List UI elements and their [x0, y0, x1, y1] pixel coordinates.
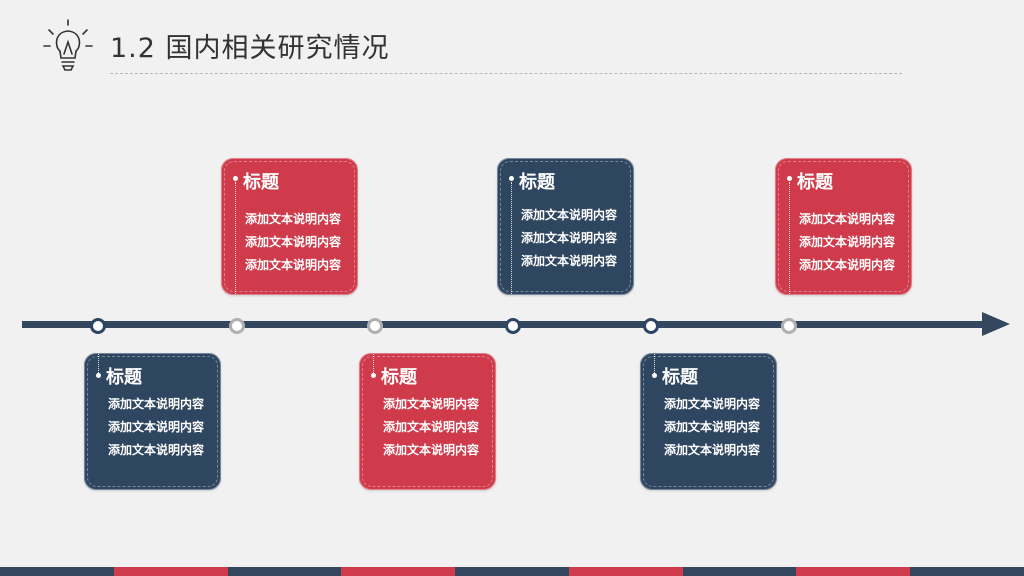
page-title: 1.2 国内相关研究情况 [110, 33, 390, 64]
timeline-card-4: 标题 添加文本说明内容 添加文本说明内容 添加文本说明内容 [497, 158, 634, 295]
header-divider [110, 73, 902, 74]
timeline-card-3: 标题 添加文本说明内容 添加文本说明内容 添加文本说明内容 [359, 351, 496, 490]
timeline-bar [22, 321, 987, 328]
card-text: 添加文本说明内容 [664, 443, 761, 457]
card-text: 添加文本说明内容 [799, 258, 896, 272]
card-text: 添加文本说明内容 [108, 420, 205, 434]
card-text: 添加文本说明内容 [108, 397, 205, 411]
timeline-node-6 [781, 318, 797, 334]
timeline-node-4 [505, 318, 521, 334]
timeline-node-5 [643, 318, 659, 334]
card-text: 添加文本说明内容 [108, 443, 205, 457]
card-pin [509, 176, 514, 181]
card-text: 添加文本说明内容 [799, 235, 896, 249]
footer-segment [0, 567, 114, 576]
card-pin [787, 176, 792, 181]
card-text: 添加文本说明内容 [383, 420, 480, 434]
footer-segment [682, 567, 797, 576]
card-pin [96, 373, 101, 378]
card-title: 标题 [381, 367, 417, 388]
card-pin [652, 373, 657, 378]
arrow-right-icon [982, 312, 1010, 336]
card-text: 添加文本说明内容 [799, 212, 896, 226]
card-text: 添加文本说明内容 [521, 231, 618, 245]
footer-stripe [0, 567, 1024, 576]
timeline-card-6: 标题 添加文本说明内容 添加文本说明内容 添加文本说明内容 [775, 158, 912, 295]
card-text: 添加文本说明内容 [383, 397, 480, 411]
card-text: 添加文本说明内容 [245, 212, 342, 226]
card-connector [654, 351, 655, 377]
card-title: 标题 [519, 172, 555, 193]
card-connector [373, 351, 374, 377]
footer-segment [455, 567, 569, 576]
footer-segment [910, 567, 1024, 576]
card-text: 添加文本说明内容 [383, 443, 480, 457]
card-text: 添加文本说明内容 [664, 397, 761, 411]
timeline-node-2 [229, 318, 245, 334]
footer-segment [568, 567, 683, 576]
footer-segment [227, 567, 342, 576]
card-title: 标题 [243, 172, 279, 193]
footer-segment [113, 567, 228, 576]
lightbulb-icon [43, 19, 93, 71]
timeline-card-1: 标题 添加文本说明内容 添加文本说明内容 添加文本说明内容 [84, 351, 221, 490]
card-title: 标题 [662, 367, 698, 388]
card-title: 标题 [797, 172, 833, 193]
timeline-node-1 [90, 318, 106, 334]
card-text: 添加文本说明内容 [521, 254, 618, 268]
card-connector [235, 182, 236, 294]
card-text: 添加文本说明内容 [664, 420, 761, 434]
footer-segment [796, 567, 911, 576]
card-pin [371, 373, 376, 378]
timeline-node-3 [367, 318, 383, 334]
card-text: 添加文本说明内容 [245, 258, 342, 272]
timeline-card-2: 标题 添加文本说明内容 添加文本说明内容 添加文本说明内容 [221, 158, 358, 295]
footer-segment [341, 567, 456, 576]
card-title: 标题 [106, 367, 142, 388]
card-text: 添加文本说明内容 [521, 208, 618, 222]
card-connector [789, 182, 790, 294]
card-pin [233, 176, 238, 181]
card-connector [98, 351, 99, 377]
card-connector [511, 182, 512, 294]
card-text: 添加文本说明内容 [245, 235, 342, 249]
timeline-card-5: 标题 添加文本说明内容 添加文本说明内容 添加文本说明内容 [640, 351, 777, 490]
